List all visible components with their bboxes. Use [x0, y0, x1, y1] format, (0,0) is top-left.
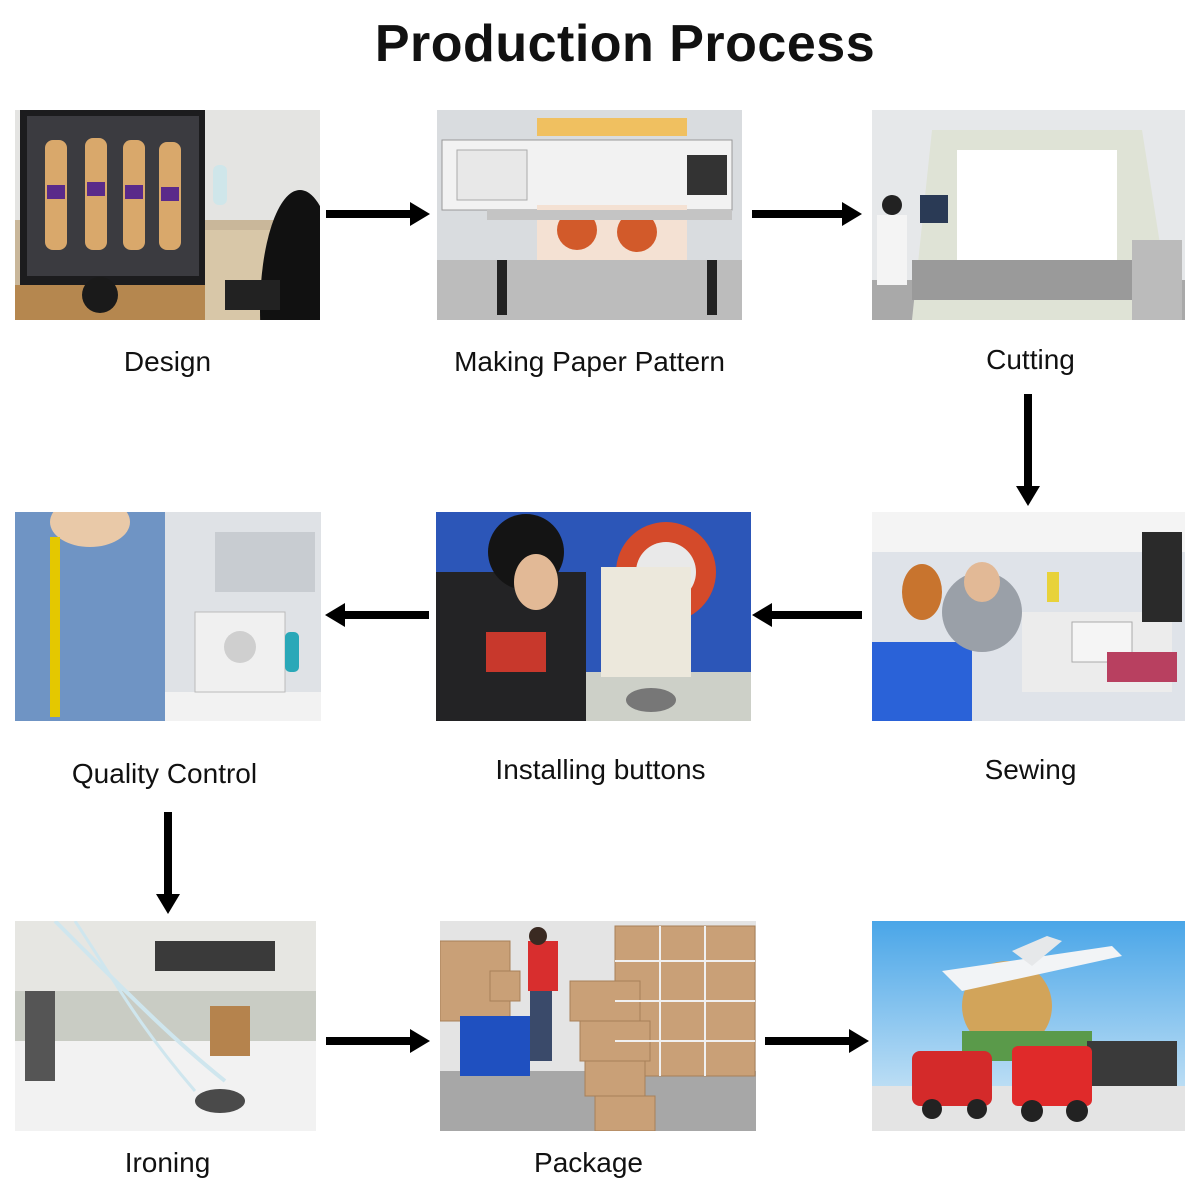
diagram-title: Production Process: [374, 15, 876, 73]
arrow-down-icon: [1016, 394, 1040, 506]
sewing-photo: [872, 512, 1185, 721]
step-label-ironing: Ironing: [124, 1147, 211, 1178]
step-label-design: Design: [123, 346, 212, 377]
step-label-sewing: Sewing: [984, 754, 1077, 785]
installing-buttons-photo: [436, 512, 751, 721]
step-label-making-paper-pattern: Making Paper Pattern: [454, 346, 725, 377]
arrow-right-icon: [326, 1029, 430, 1053]
shipping-photo: [872, 921, 1185, 1131]
arrow-right-icon: [752, 202, 862, 226]
step-label-cutting: Cutting: [986, 344, 1075, 375]
arrow-left-icon: [752, 603, 862, 627]
design-photo: [15, 110, 320, 320]
quality-control-photo: [15, 512, 321, 721]
arrow-right-icon: [765, 1029, 869, 1053]
package-photo: [440, 921, 756, 1131]
step-label-quality-control: Quality Control: [71, 758, 258, 789]
step-label-package: Package: [534, 1147, 643, 1178]
cutting-photo: [872, 110, 1185, 320]
ironing-photo: [15, 921, 316, 1131]
arrow-down-icon: [156, 812, 180, 914]
arrow-right-icon: [326, 202, 430, 226]
step-label-installing-buttons: Installing buttons: [495, 754, 706, 785]
paper-pattern-photo: [437, 110, 742, 320]
arrow-left-icon: [325, 603, 429, 627]
